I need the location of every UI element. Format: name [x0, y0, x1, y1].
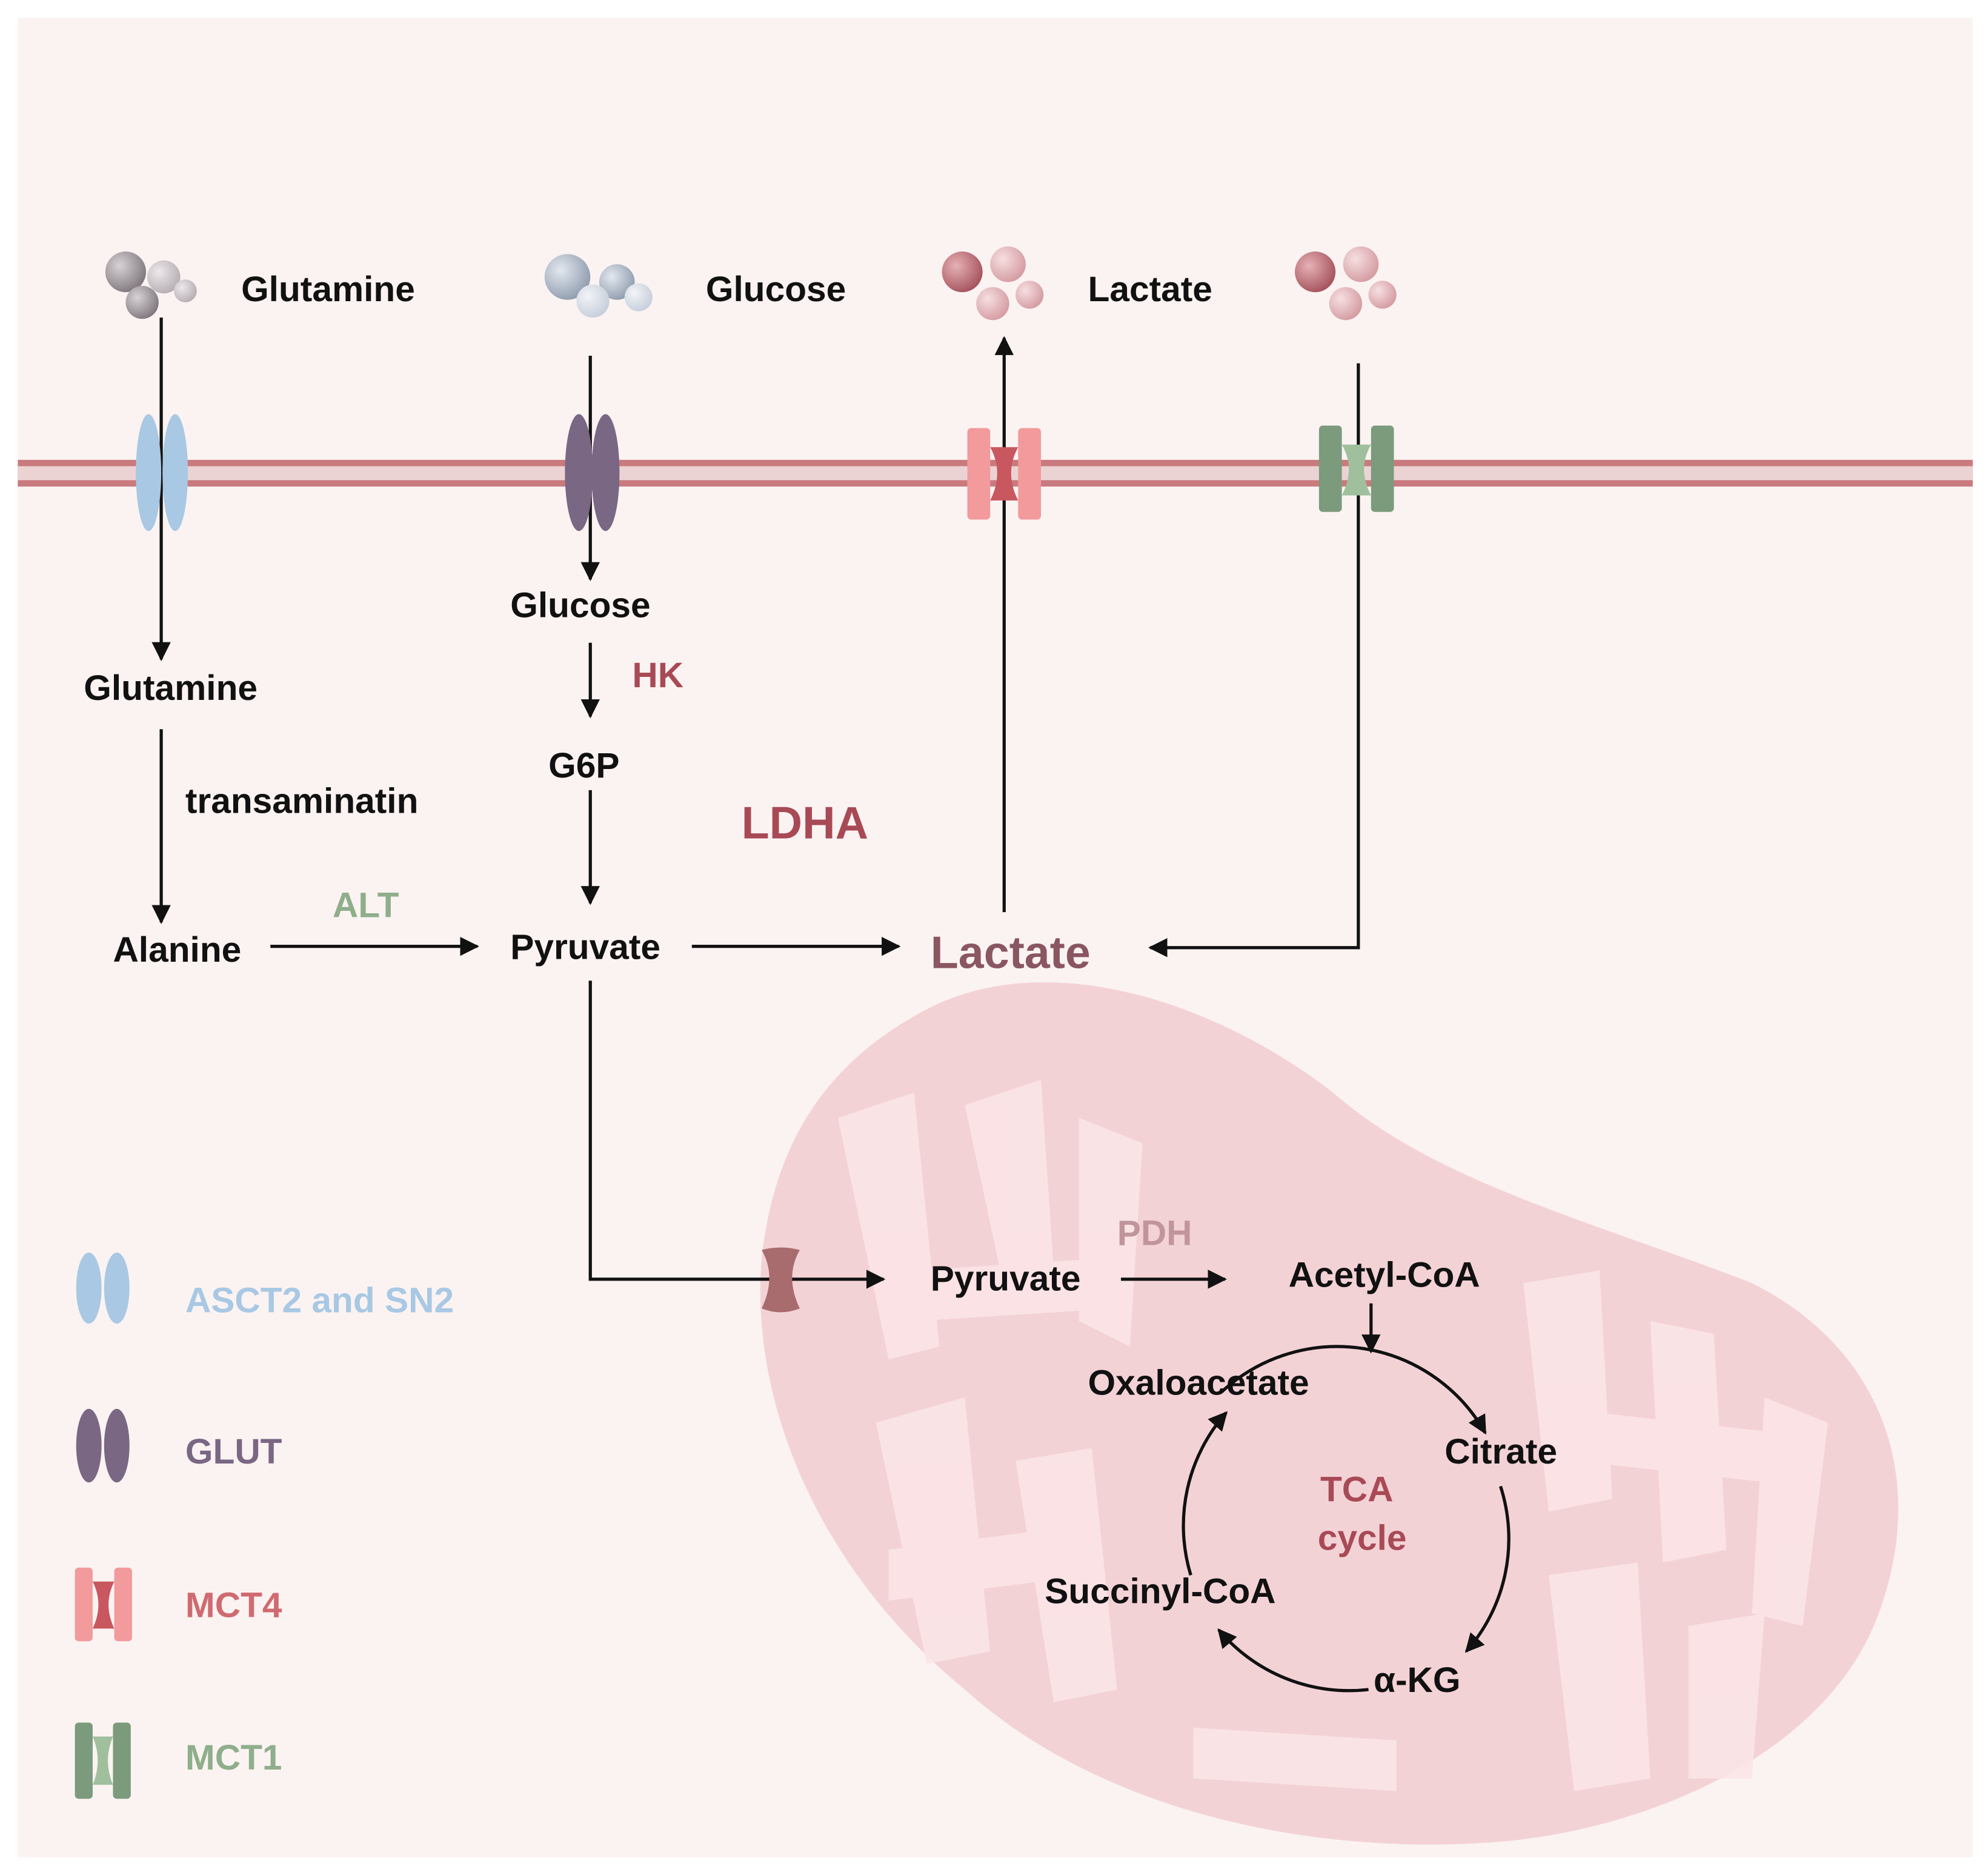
legend-item-glut: GLUT	[76, 1408, 282, 1483]
alanine-label: Alanine	[113, 930, 241, 970]
legend-item-mct4: MCT4	[75, 1567, 282, 1642]
cell-membrane	[18, 459, 1973, 487]
glutamine-molecule-icon	[105, 251, 197, 319]
pathway-labels: Glutamine Glucose Lactate Glutamine Gluc…	[84, 270, 1557, 1700]
citrate-label: Citrate	[1444, 1432, 1557, 1471]
alt-enzyme-label: ALT	[333, 885, 399, 925]
pdh-enzyme-label: PDH	[1117, 1213, 1192, 1253]
tca-label-line1: TCA	[1320, 1470, 1394, 1510]
legend-item-mct1: MCT1	[75, 1722, 282, 1799]
int-glutamine-label: Glutamine	[84, 668, 258, 708]
ldha-enzyme-label: LDHA	[742, 797, 868, 848]
legend-label-glut: GLUT	[185, 1432, 282, 1471]
mito-pyruvate-label: Pyruvate	[931, 1259, 1081, 1299]
asct2-sn2-transporter	[136, 414, 188, 531]
channel-icon	[75, 1722, 131, 1799]
mitochondrial-pyruvate-carrier	[762, 1247, 800, 1313]
pyruvate-label: Pyruvate	[510, 928, 660, 967]
alpha-kg-label: α-KG	[1374, 1660, 1461, 1700]
legend-label-asct2-sn2: ASCT2 and SN2	[185, 1281, 454, 1320]
mitochondrion	[760, 982, 1898, 1845]
transaminatin-label: transaminatin	[185, 782, 419, 821]
legend-item-asct2-sn2: ASCT2 and SN2	[76, 1252, 454, 1324]
succinyl-coa-label: Succinyl-CoA	[1045, 1571, 1275, 1611]
tca-cycle-arrows	[1182, 1345, 1511, 1693]
legend-label-mct1: MCT1	[185, 1738, 282, 1777]
legend-label-mct4: MCT4	[185, 1585, 282, 1625]
mct4-transporter	[967, 428, 1042, 520]
oval-pair-icon	[76, 1252, 130, 1324]
lactate-molecule-icon-2	[1295, 246, 1397, 321]
oval-pair-icon	[76, 1408, 130, 1483]
acetyl-coa-label: Acetyl-CoA	[1289, 1255, 1480, 1294]
hk-enzyme-label: HK	[632, 656, 683, 695]
ext-glucose-label: Glucose	[706, 270, 846, 309]
ext-glutamine-label: Glutamine	[241, 270, 415, 309]
pathway-arrows	[151, 318, 1381, 1354]
lactate-center-label: Lactate	[931, 927, 1091, 977]
glut-transporter	[565, 414, 620, 531]
int-glucose-label: Glucose	[510, 586, 650, 625]
ext-lactate-label: Lactate	[1088, 270, 1212, 309]
mct1-transporter	[1318, 425, 1394, 512]
g6p-label: G6P	[548, 746, 619, 785]
legend: ASCT2 and SN2 GLUT MCT4 MCT1	[75, 1252, 454, 1799]
oxaloacetate-label: Oxaloacetate	[1088, 1364, 1309, 1403]
channel-icon	[75, 1567, 132, 1642]
lactate-molecule-icon	[942, 246, 1044, 321]
tca-label-line2: cycle	[1318, 1518, 1407, 1557]
glucose-molecule-icon	[544, 254, 653, 318]
